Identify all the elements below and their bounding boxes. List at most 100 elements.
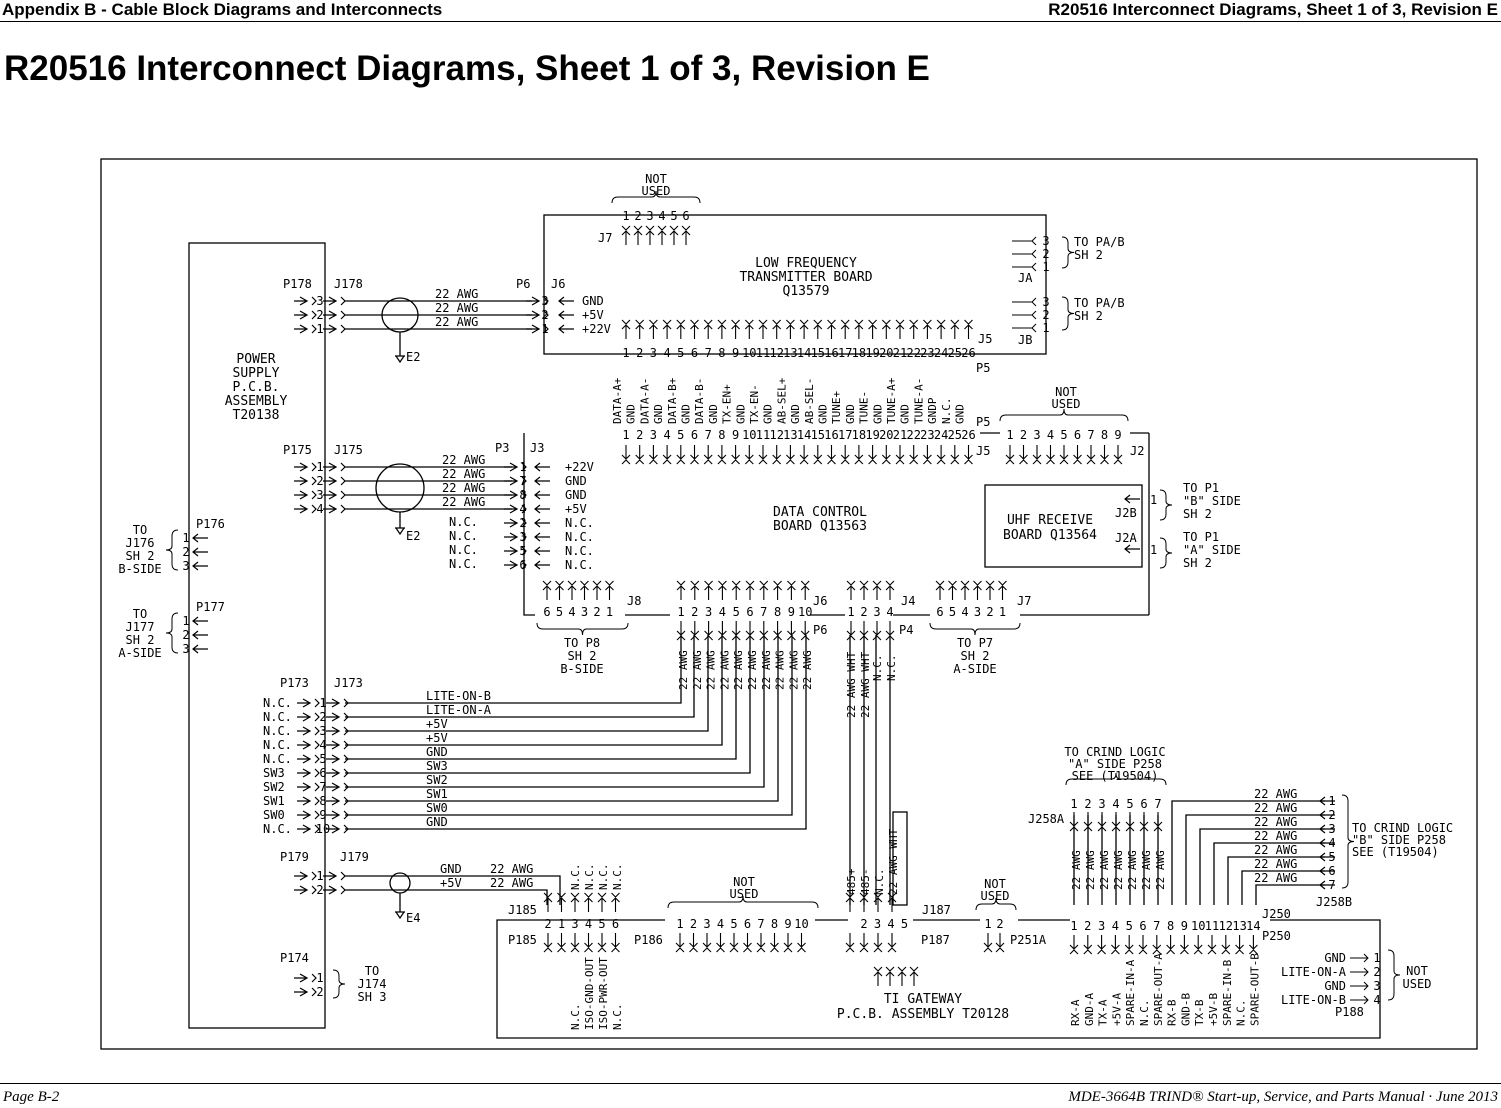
pin-arrow bbox=[854, 319, 864, 339]
wire-label: 22 AWG bbox=[442, 453, 485, 467]
pin-arrow bbox=[584, 933, 593, 953]
not-used-annotation: NOT bbox=[1406, 964, 1428, 978]
pin-number: 7 bbox=[1154, 797, 1161, 811]
pin-arrow bbox=[534, 504, 550, 514]
pin-number: 1 bbox=[1150, 493, 1157, 507]
pin-number: 2 bbox=[634, 209, 641, 223]
pin-number: 6 bbox=[691, 428, 698, 442]
signal-label: AB-SEL- bbox=[803, 378, 816, 424]
pin-arrow bbox=[543, 892, 553, 912]
pin-arrow bbox=[1166, 935, 1175, 955]
pin-number: 2 bbox=[316, 308, 323, 322]
pin-arrow bbox=[558, 296, 574, 306]
pin-arrow bbox=[1319, 796, 1335, 806]
pin-number: 4 bbox=[663, 428, 670, 442]
pin-arrow bbox=[1180, 935, 1189, 955]
signal-label: LITE-ON-A bbox=[426, 703, 492, 717]
pin-arrow bbox=[662, 319, 672, 339]
brace bbox=[667, 895, 819, 909]
pin-number: 11 bbox=[756, 428, 770, 442]
pin-arrow bbox=[649, 445, 658, 465]
pin-arrow bbox=[1083, 935, 1093, 955]
pin-arrow bbox=[1124, 494, 1140, 504]
signal-label: LITE-ON-B bbox=[1281, 993, 1346, 1007]
pin-arrow bbox=[717, 445, 727, 465]
pin-arrow bbox=[635, 319, 645, 339]
wire-label: 485- bbox=[859, 869, 872, 896]
pin-arrow bbox=[504, 532, 527, 542]
signal-label: TUNE-A+ bbox=[885, 377, 898, 424]
pin-arrow bbox=[759, 621, 769, 641]
pin-number: 9 bbox=[732, 346, 739, 360]
pin-number: 4 bbox=[1112, 919, 1119, 933]
pin-arrow bbox=[1319, 866, 1335, 876]
connector-label-j187: J187 bbox=[922, 903, 951, 917]
to-pa-b-annotation: TO PA/B bbox=[1074, 296, 1125, 310]
lf-transmitter-label: LOW FREQUENCY bbox=[755, 256, 857, 271]
pin-arrow bbox=[611, 892, 620, 912]
wire-label: 22 AWG bbox=[1112, 850, 1125, 890]
pin-number: 2 bbox=[544, 917, 551, 931]
pin-arrow bbox=[294, 462, 317, 472]
pin-number: 1 bbox=[316, 971, 323, 985]
pin-number: 14 bbox=[797, 428, 811, 442]
not-used-annotation: USED bbox=[730, 887, 759, 901]
connector-label-j250: J250 bbox=[1262, 907, 1291, 921]
pin-number: 5 bbox=[1328, 850, 1335, 864]
pin-arrow bbox=[192, 533, 208, 543]
pin-arrow bbox=[885, 966, 895, 986]
wire-label: 22 AWG bbox=[760, 650, 773, 690]
to-crind-b-annotation: SEE (T19504) bbox=[1352, 845, 1439, 859]
to-pa-b-annotation: TO PA/B bbox=[1074, 235, 1125, 249]
pin-arrow bbox=[745, 621, 755, 641]
power-supply-label: P.C.B. bbox=[233, 380, 280, 395]
connector-label-j7: J7 bbox=[1017, 594, 1031, 608]
pin-arrow bbox=[1319, 880, 1335, 890]
pin-number: 3 bbox=[581, 605, 588, 619]
pin-number: 6 bbox=[746, 605, 753, 619]
pin-arrow bbox=[297, 782, 320, 792]
pin-arrow bbox=[885, 580, 895, 600]
power-supply-label: POWER bbox=[236, 352, 275, 367]
signal-label: N.C. bbox=[449, 529, 478, 543]
not-used-annotation: USED bbox=[1052, 397, 1081, 411]
signal-label: TX-B bbox=[1193, 999, 1206, 1026]
brace bbox=[332, 969, 346, 999]
pin-number: 2 bbox=[1020, 428, 1027, 442]
pin-number: 3 bbox=[519, 530, 526, 544]
pin-arrow bbox=[813, 319, 823, 339]
pin-number: 4 bbox=[1373, 993, 1380, 1007]
pin-number: 5 bbox=[1126, 919, 1133, 933]
pin-number: 6 bbox=[936, 605, 943, 619]
pin-arrow bbox=[294, 885, 317, 895]
pin-arrow bbox=[1138, 935, 1148, 955]
pin-number: 21 bbox=[893, 428, 907, 442]
pin-number: 24 bbox=[934, 428, 948, 442]
pin-number: 25 bbox=[948, 428, 962, 442]
pin-number: 13 bbox=[1232, 919, 1246, 933]
pin-arrow bbox=[950, 445, 960, 465]
signal-label: SW0 bbox=[263, 808, 285, 822]
connector-label-p5: P5 bbox=[976, 361, 990, 375]
pin-arrow bbox=[635, 445, 645, 465]
pin-number: 1 bbox=[847, 605, 854, 619]
pin-arrow bbox=[1113, 445, 1123, 465]
pin-arrow bbox=[1069, 935, 1079, 955]
wire-label: 22 AWG bbox=[705, 650, 718, 690]
pin-arrow bbox=[745, 580, 755, 600]
to-p1-annotation: TO P1 bbox=[1183, 530, 1219, 544]
pin-number: 19 bbox=[865, 428, 879, 442]
pin-arrow bbox=[909, 966, 919, 986]
signal-label: DATA-B+ bbox=[666, 377, 679, 424]
pin-number: 3 bbox=[873, 605, 880, 619]
pin-number: 4 bbox=[961, 605, 968, 619]
pin-number: 1 bbox=[984, 917, 991, 931]
connector-label-j5: J5 bbox=[976, 444, 990, 458]
pin-arrow bbox=[294, 476, 317, 486]
pin-number: 20 bbox=[879, 428, 893, 442]
pin-number: 9 bbox=[732, 428, 739, 442]
pin-arrow bbox=[873, 933, 883, 953]
signal-label: GND bbox=[440, 862, 462, 876]
connector-label-j6: J6 bbox=[813, 594, 827, 608]
pin-arrow bbox=[690, 319, 699, 339]
